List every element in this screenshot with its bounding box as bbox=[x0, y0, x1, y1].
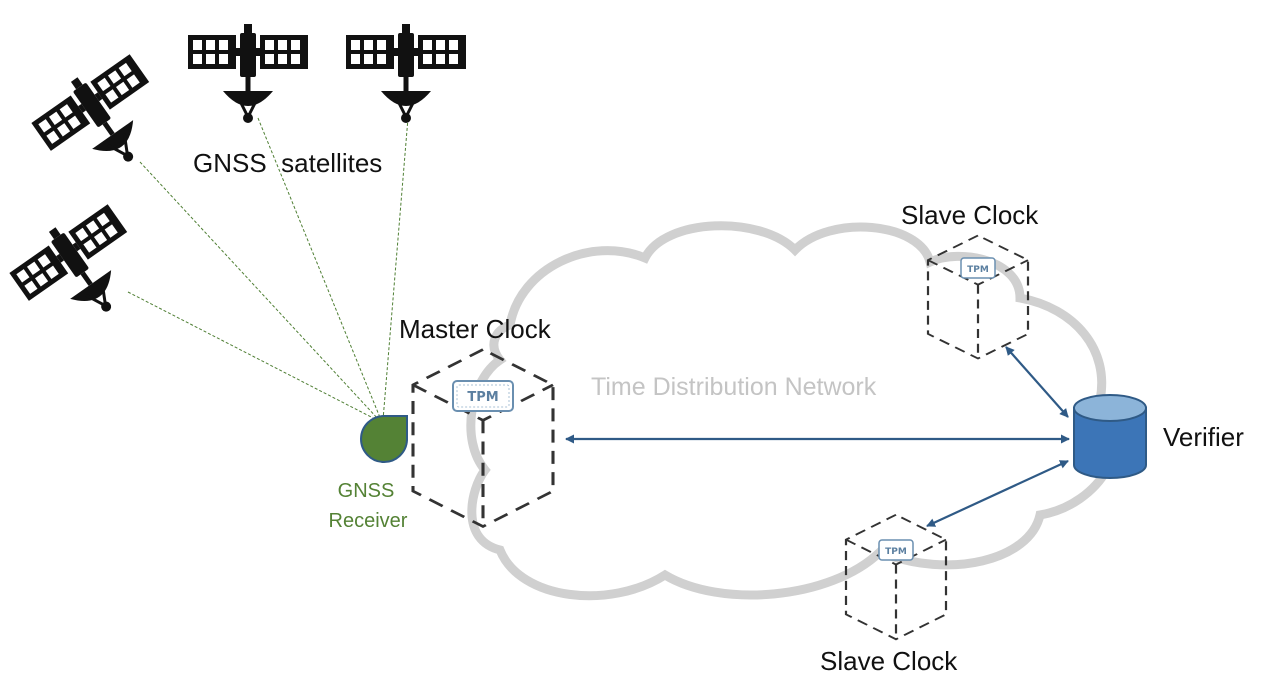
satellite-signal-lines bbox=[127, 117, 409, 421]
tpm-label: TPM bbox=[885, 547, 907, 557]
tpm-label: TPM bbox=[467, 390, 498, 405]
satellite-icon bbox=[344, 22, 468, 125]
connection-arrows bbox=[565, 346, 1070, 527]
gnss-receiver-antenna-icon bbox=[360, 415, 408, 463]
slave-top-verifier-arrow bbox=[1005, 346, 1069, 418]
gnss-receiver-label-line2: Receiver bbox=[329, 510, 408, 532]
slave-clock-bottom-cube bbox=[844, 513, 948, 641]
slave-clock-bottom-label: Slave Clock bbox=[820, 646, 958, 675]
tpm-label: TPM bbox=[967, 265, 989, 275]
tpm-chip-icon: TPM bbox=[452, 380, 514, 412]
network-cloud bbox=[466, 221, 1121, 601]
network-label: Time Distribution Network bbox=[591, 373, 877, 401]
satellites-label: GNSS satellites bbox=[193, 148, 382, 178]
master-clock-label: Master Clock bbox=[399, 314, 552, 344]
database-cylinder-icon bbox=[1073, 394, 1147, 479]
tpm-chip-icon: TPM bbox=[960, 257, 996, 279]
slave-bottom-verifier-arrow bbox=[926, 460, 1069, 527]
satellite-icon bbox=[1, 193, 160, 347]
verifier-label: Verifier bbox=[1163, 422, 1244, 452]
gnss-receiver-label-line1: GNSS bbox=[338, 480, 395, 502]
satellite-icon bbox=[186, 22, 310, 125]
satellite-icon bbox=[23, 43, 182, 197]
tpm-chip-icon: TPM bbox=[878, 539, 914, 561]
slave-clock-top-label: Slave Clock bbox=[901, 200, 1039, 230]
